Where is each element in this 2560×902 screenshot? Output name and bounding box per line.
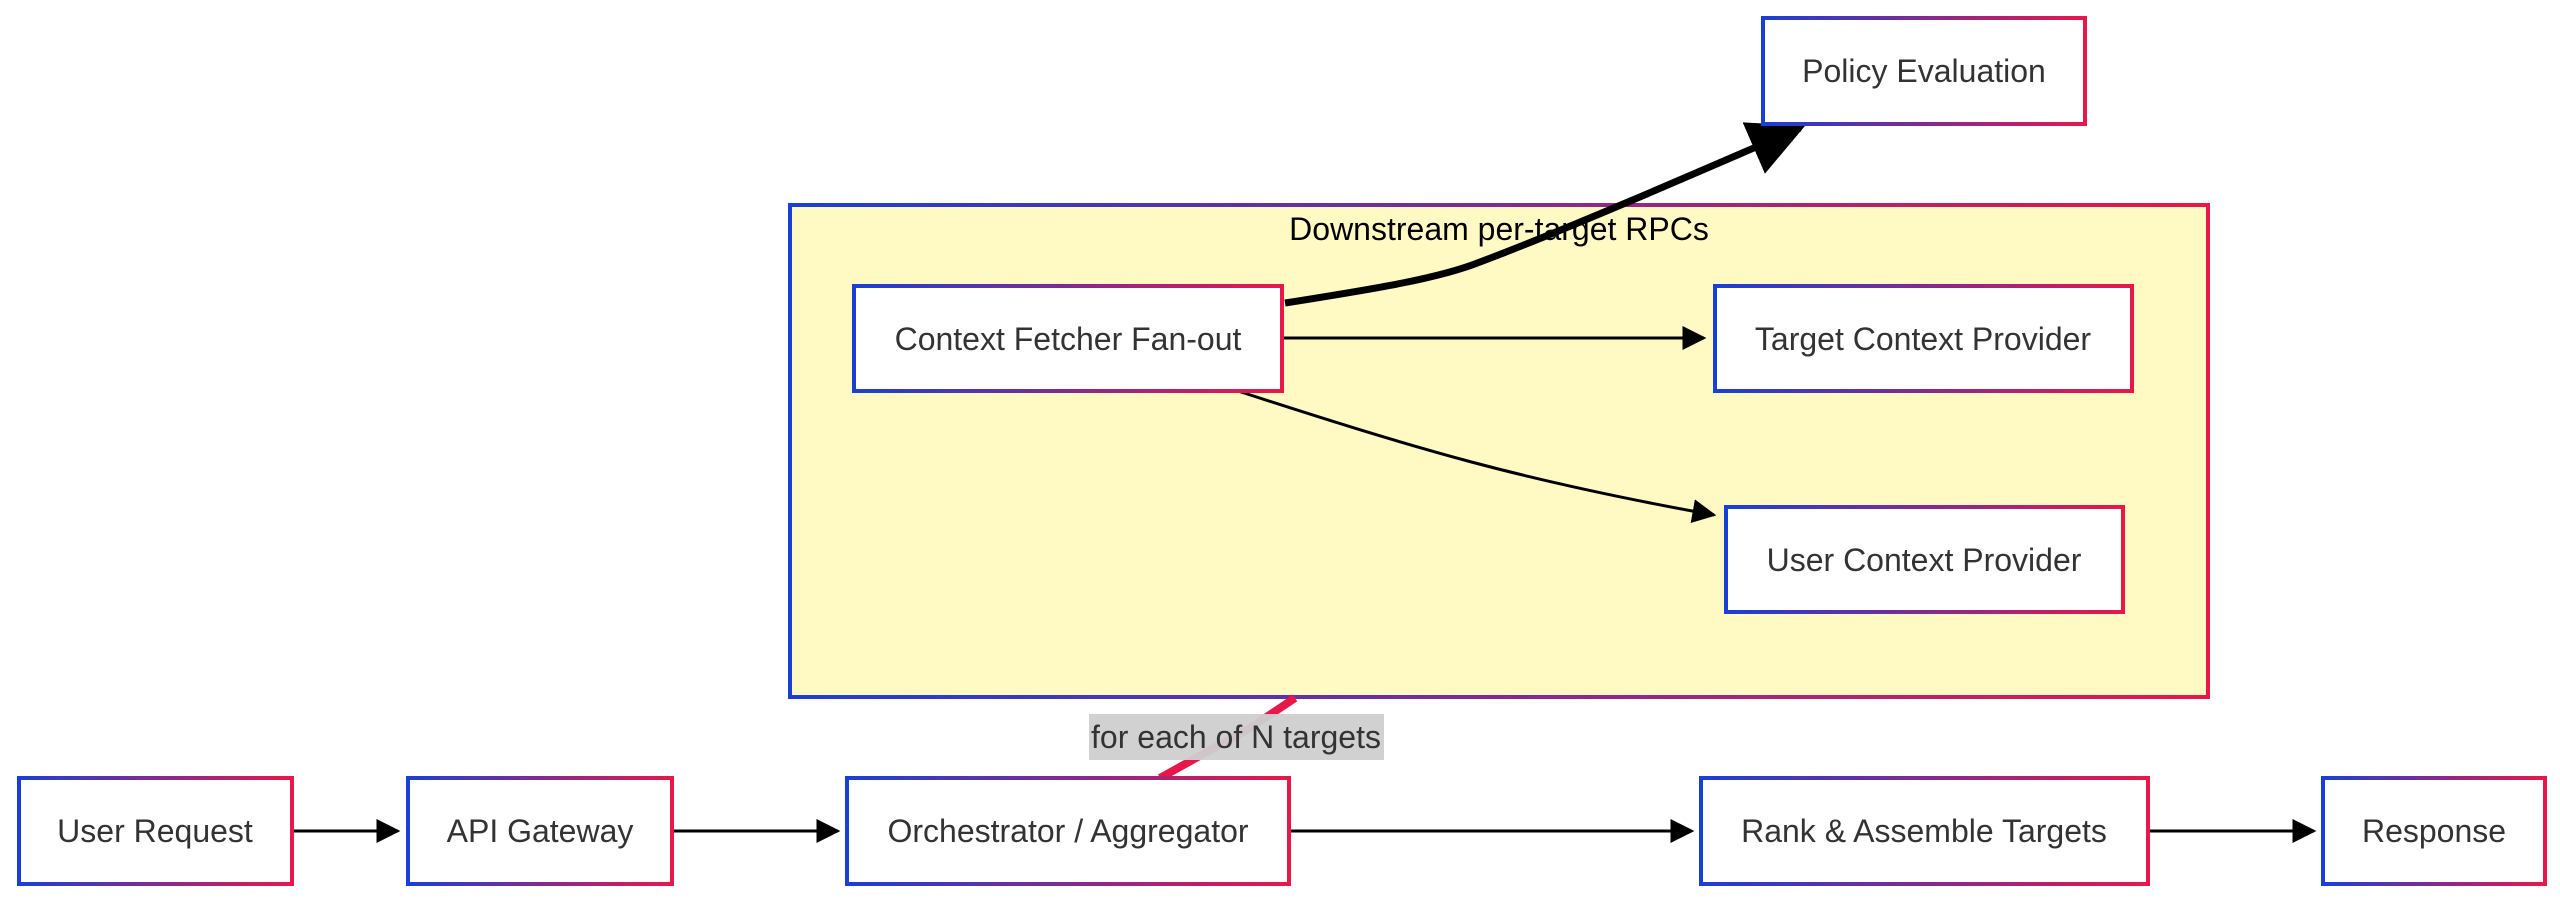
node-context-fetcher: Context Fetcher Fan-out [852,284,1284,393]
cluster-label: Downstream per-target RPCs [1289,211,1709,247]
node-label-user-request: User Request [57,813,253,849]
cluster-box [788,203,2210,699]
node-api-gateway: API Gateway [406,776,674,886]
node-label-context-fetcher: Context Fetcher Fan-out [895,321,1242,357]
node-rank-assemble: Rank & Assemble Targets [1699,776,2150,886]
node-response: Response [2321,776,2547,886]
edge-fanout-to-user-context [1237,389,1717,523]
node-target-context: Target Context Provider [1713,284,2134,393]
node-label-api-gateway: API Gateway [447,813,634,849]
edge-fanout-to-policy [1284,122,1806,307]
edge-label-for-each-target: for each of N targets [1089,714,1384,760]
node-label-target-context: Target Context Provider [1755,321,2092,357]
node-label-orchestrator: Orchestrator / Aggregator [887,813,1248,849]
node-label-response: Response [2362,813,2506,849]
node-label-user-context: User Context Provider [1767,542,2082,578]
cluster-downstream-rpcs: Downstream per-target RPCs [788,203,2210,699]
node-label-policy-evaluation: Policy Evaluation [1802,53,2046,89]
node-user-request: User Request [17,776,294,886]
node-label-rank-assemble: Rank & Assemble Targets [1741,813,2107,849]
node-orchestrator: Orchestrator / Aggregator [845,776,1291,886]
node-policy-evaluation: Policy Evaluation [1761,16,2087,126]
edge-label-bg [1089,714,1384,760]
node-user-context: User Context Provider [1724,505,2125,614]
edge-label-text: for each of N targets [1091,719,1381,755]
